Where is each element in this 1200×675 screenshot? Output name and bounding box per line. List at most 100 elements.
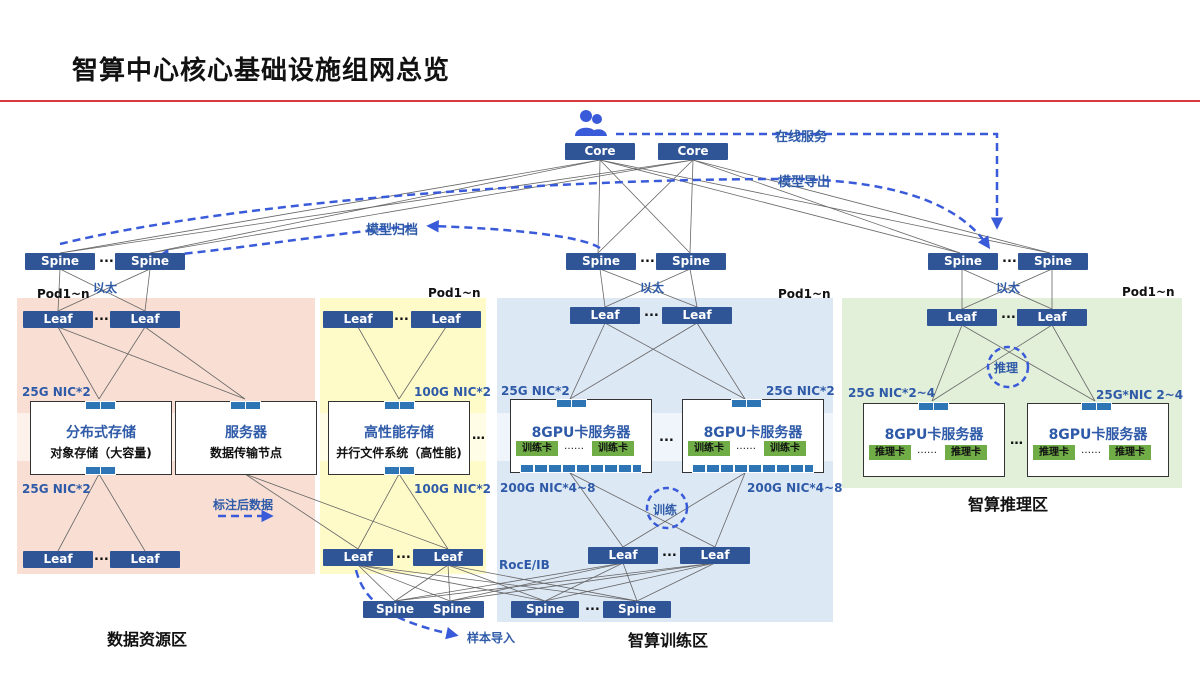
leaf-switch: Leaf bbox=[323, 549, 393, 566]
nic-port bbox=[384, 466, 400, 475]
server-title: 服务器 bbox=[225, 425, 267, 441]
nic-port-strip bbox=[520, 464, 642, 473]
nic-port bbox=[399, 401, 415, 410]
nic-port bbox=[731, 399, 747, 408]
gpu-server-title: 8GPU卡服务器 bbox=[884, 427, 984, 443]
leaf-switch: Leaf bbox=[662, 307, 732, 324]
train-card: 训练卡 bbox=[688, 441, 730, 456]
nic-label: 25G NIC*2 bbox=[22, 385, 91, 399]
pod-label: Pod1~n bbox=[778, 287, 831, 301]
model-archive-label: 模型归档 bbox=[366, 223, 419, 238]
distributed-storage-title: 分布式存储 bbox=[66, 425, 136, 441]
hpc-storage-subtitle: 并行文件系统（高性能) bbox=[336, 446, 462, 460]
nic-port bbox=[918, 402, 934, 411]
gpu-server-box: 8GPU卡服务器 bbox=[863, 403, 1005, 477]
nic-label: 100G NIC*2 bbox=[414, 482, 492, 496]
spine-switch: Spine bbox=[420, 601, 484, 618]
pod-label: Pod1~n bbox=[37, 287, 90, 301]
nic-label: 25G NIC*2 bbox=[501, 384, 570, 398]
spine-switch: Spine bbox=[511, 601, 579, 618]
leaf-ellipsis: ... bbox=[644, 305, 659, 320]
hpc-storage-title: 高性能存储 bbox=[364, 425, 434, 441]
core-switch-left: Core bbox=[565, 143, 635, 160]
server-subtitle: 数据传输节点 bbox=[209, 446, 282, 460]
nic-port bbox=[230, 401, 246, 410]
training-label: 训练 bbox=[653, 503, 678, 517]
card-ellipsis: …… bbox=[736, 441, 756, 452]
nic-label: 25G NIC*2 bbox=[22, 482, 91, 496]
distributed-storage-box: 分布式存储 对象存储（大容量) bbox=[30, 401, 172, 475]
leaf-switch: Leaf bbox=[411, 311, 481, 328]
spine-ellipsis: ... bbox=[1002, 251, 1017, 266]
training-zone-name: 智算训练区 bbox=[628, 631, 709, 650]
spine-switch: Spine bbox=[566, 253, 636, 270]
nic-label: 100G NIC*2 bbox=[414, 385, 492, 399]
nic-port bbox=[100, 466, 116, 475]
online-service-label: 在线服务 bbox=[775, 130, 828, 145]
data-zone-name: 数据资源区 bbox=[107, 630, 188, 649]
nic-port bbox=[571, 399, 587, 408]
nic-port bbox=[384, 401, 400, 410]
server-ellipsis: … bbox=[1010, 433, 1023, 448]
nic-label: 25G NIC*2~4 bbox=[848, 386, 936, 400]
nic-port bbox=[556, 399, 572, 408]
pod-label: Pod1~n bbox=[1122, 285, 1175, 299]
nic-port bbox=[399, 466, 415, 475]
leaf-switch: Leaf bbox=[588, 547, 658, 564]
leaf-ellipsis: ... bbox=[394, 309, 409, 324]
spine-switch: Spine bbox=[603, 601, 671, 618]
roce-label: RocE/IB bbox=[499, 558, 550, 572]
spine-switch: Spine bbox=[656, 253, 726, 270]
nic-port bbox=[933, 402, 949, 411]
train-card: 训练卡 bbox=[516, 441, 558, 456]
sample-import-label: 样本导入 bbox=[467, 631, 516, 645]
nic-port bbox=[1081, 402, 1097, 411]
leaf-switch: Leaf bbox=[110, 311, 180, 328]
core-switch-right: Core bbox=[658, 143, 728, 160]
leaf-switch: Leaf bbox=[23, 551, 93, 568]
card-ellipsis: …… bbox=[917, 445, 937, 456]
leaf-switch: Leaf bbox=[413, 549, 483, 566]
train-card: 训练卡 bbox=[764, 441, 806, 456]
ethernet-label: 以太 bbox=[996, 281, 1021, 295]
nic-port-strip bbox=[692, 464, 814, 473]
spine-ellipsis: ... bbox=[640, 251, 655, 266]
nic-label: 25G NIC*2 bbox=[766, 384, 835, 398]
gpu-server-box: 8GPU卡服务器 bbox=[1027, 403, 1169, 477]
hpc-storage-box: 高性能存储 并行文件系统（高性能) bbox=[328, 401, 470, 475]
model-export-label: 模型导出 bbox=[778, 175, 831, 190]
infer-card: 推理卡 bbox=[945, 445, 987, 460]
leaf-switch: Leaf bbox=[323, 311, 393, 328]
spine-switch: Spine bbox=[115, 253, 185, 270]
inference-label: 推理 bbox=[994, 361, 1019, 375]
leaf-switch: Leaf bbox=[110, 551, 180, 568]
title-rule bbox=[0, 100, 1200, 102]
leaf-ellipsis: ... bbox=[396, 547, 411, 562]
leaf-switch: Leaf bbox=[1017, 309, 1087, 326]
leaf-ellipsis: ... bbox=[662, 545, 677, 560]
nic-port bbox=[1096, 402, 1112, 411]
leaf-ellipsis: ... bbox=[1001, 307, 1016, 322]
leaf-switch: Leaf bbox=[23, 311, 93, 328]
page-title: 智算中心核心基础设施组网总览 bbox=[72, 56, 451, 86]
distributed-storage-subtitle: 对象存储（大容量) bbox=[50, 446, 152, 460]
pod-label: Pod1~n bbox=[428, 286, 481, 300]
gpu-server-box: 8GPU卡服务器 bbox=[510, 399, 652, 473]
gpu-server-box: 8GPU卡服务器 bbox=[682, 399, 824, 473]
ethernet-label: 以太 bbox=[93, 281, 118, 295]
spine-ellipsis: ... bbox=[585, 599, 600, 614]
storage-ellipsis: … bbox=[472, 428, 485, 443]
leaf-switch: Leaf bbox=[570, 307, 640, 324]
nic-port bbox=[100, 401, 116, 410]
infer-card: 推理卡 bbox=[1109, 445, 1151, 460]
user-group-icon bbox=[575, 110, 607, 136]
gpu-server-title: 8GPU卡服务器 bbox=[703, 425, 803, 441]
leaf-ellipsis: ... bbox=[94, 309, 109, 324]
nic-port bbox=[245, 401, 261, 410]
gpu-server-title: 8GPU卡服务器 bbox=[531, 425, 631, 441]
spine-switch: Spine bbox=[928, 253, 998, 270]
inference-zone-name: 智算推理区 bbox=[968, 495, 1049, 514]
annotated-data-label: 标注后数据 bbox=[213, 498, 274, 512]
nic-port bbox=[746, 399, 762, 408]
